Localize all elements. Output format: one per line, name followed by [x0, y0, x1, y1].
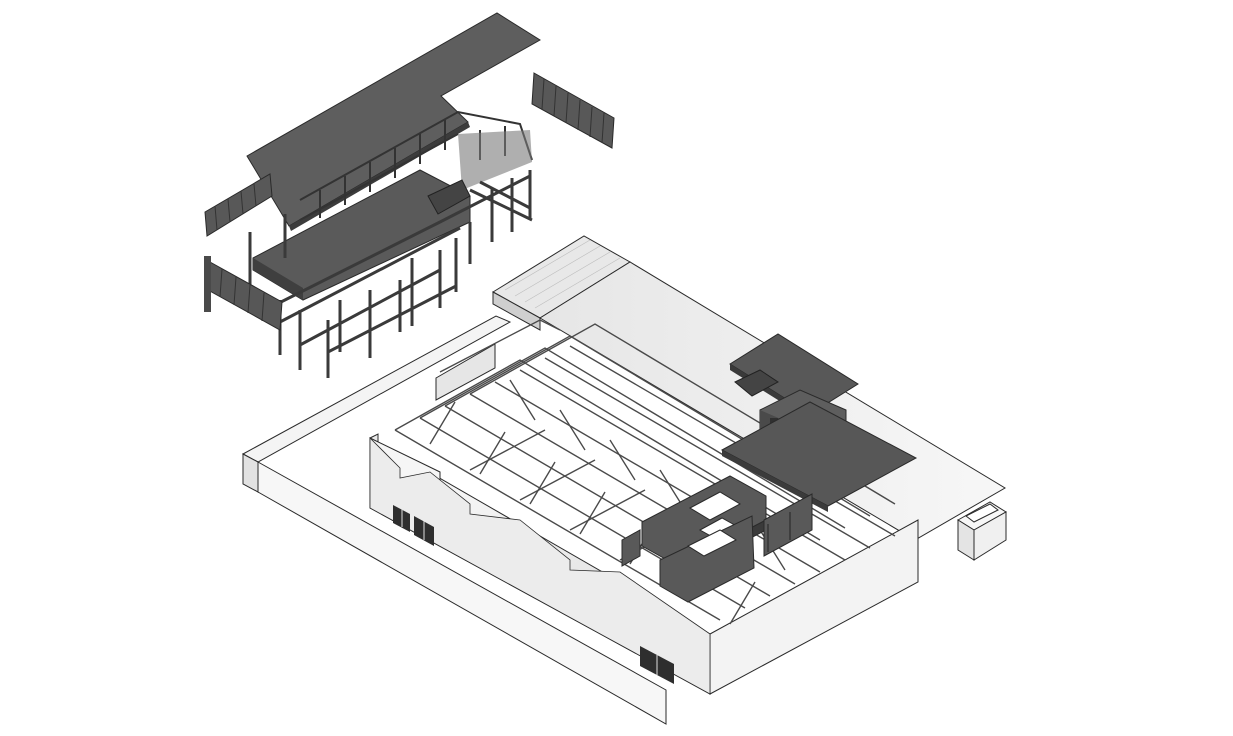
- door-right: [640, 646, 674, 684]
- interior-partition-walls: [621, 475, 813, 603]
- back-wall: [435, 343, 496, 401]
- upper-exploded-floor-assembly: [204, 12, 615, 378]
- right-cladding-panel: [531, 72, 615, 149]
- door-left: [393, 505, 434, 546]
- main-sloped-roof: [539, 261, 1006, 541]
- upper-structure-frame: [248, 170, 533, 378]
- tower-stair: [734, 369, 779, 397]
- side-annex-box: [957, 501, 1007, 561]
- main-building-shell: [241, 235, 1007, 725]
- lower-cladding-panel: [204, 256, 283, 331]
- left-cladding-panel: [204, 173, 273, 237]
- sawtooth-facade: [369, 437, 711, 695]
- upper-stair: [427, 179, 471, 215]
- entrance-canopy-assembly: [720, 333, 918, 512]
